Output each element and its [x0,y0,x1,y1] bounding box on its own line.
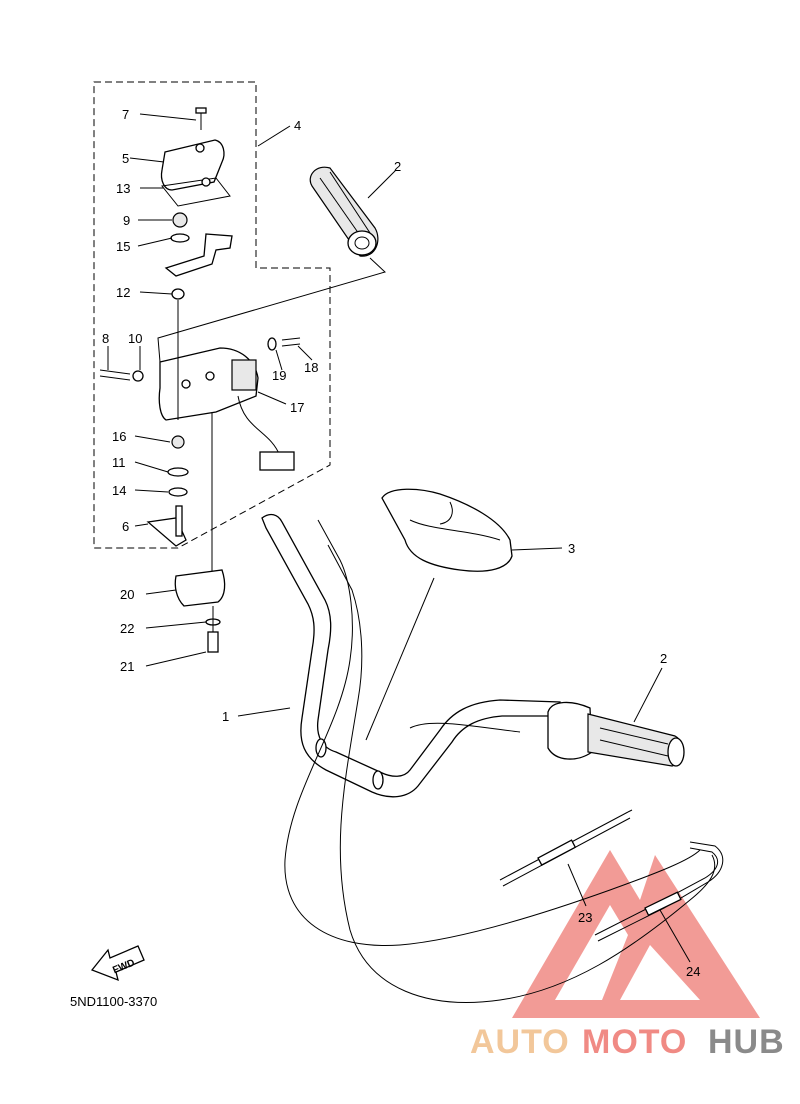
cable-23 [499,809,633,887]
part-label-2-top: 2 [394,159,401,174]
part-label-10: 10 [128,331,142,346]
part-label-20: 20 [120,587,134,602]
handlebar [261,513,561,798]
screw-7 [195,107,207,130]
bracket [164,233,233,277]
brake-cable [327,544,716,1003]
part-number-labels: 7 5 13 9 15 12 4 2 8 10 18 19 17 16 11 1… [102,107,700,979]
part-label-14: 14 [112,483,126,498]
leader-lines [107,113,691,963]
part-label-13: 13 [116,181,130,196]
part-label-19: 19 [272,368,286,383]
watermark-moto: MOTO [582,1023,687,1061]
throttle-cable [284,519,701,947]
part-label-4: 4 [294,118,301,133]
part-label-15: 15 [116,239,130,254]
part-label-23: 23 [578,910,592,925]
part-label-18: 18 [304,360,318,375]
part-label-11: 11 [112,455,126,470]
clamp-20 [174,569,226,607]
nut-10 [132,370,144,382]
screw-18 [281,337,301,347]
nut-9 [172,212,188,228]
part-label-2-right: 2 [660,651,667,666]
assembly-dashed-box [93,81,331,549]
diagram-code: 5ND1100-3370 [70,994,157,1009]
washer-15 [170,233,190,243]
grip-right [547,701,685,767]
part-label-5: 5 [122,151,129,166]
washer-14 [168,487,188,497]
washer-11 [167,467,189,477]
switch-housing [158,300,295,600]
part-label-6: 6 [122,519,129,534]
part-label-9: 9 [123,213,130,228]
bolt-21 [207,606,219,653]
part-label-8: 8 [102,331,109,346]
grip-top [309,166,379,257]
watermark-text: AUTO MOTO HUB [470,1023,785,1061]
watermark-logo [512,850,760,1018]
switch-cover [160,139,231,207]
washer-19 [267,337,277,351]
cable-24 [594,841,724,942]
bushing-12 [171,288,185,300]
lever-6 [146,505,187,547]
forward-arrow: FWD [90,945,145,982]
part-label-21: 21 [120,659,134,674]
part-label-7: 7 [122,107,129,122]
part-label-17: 17 [290,400,304,415]
part-label-1: 1 [222,709,229,724]
part-label-16: 16 [112,429,126,444]
part-label-3: 3 [568,541,575,556]
watermark-hub: HUB [708,1023,785,1061]
part-label-24: 24 [686,964,700,979]
watermark-auto: AUTO [470,1023,570,1061]
nut-16 [171,435,185,449]
handlebar-cover [381,488,513,572]
part-label-22: 22 [120,621,134,636]
part-label-12: 12 [116,285,130,300]
screw-8 [99,369,131,381]
